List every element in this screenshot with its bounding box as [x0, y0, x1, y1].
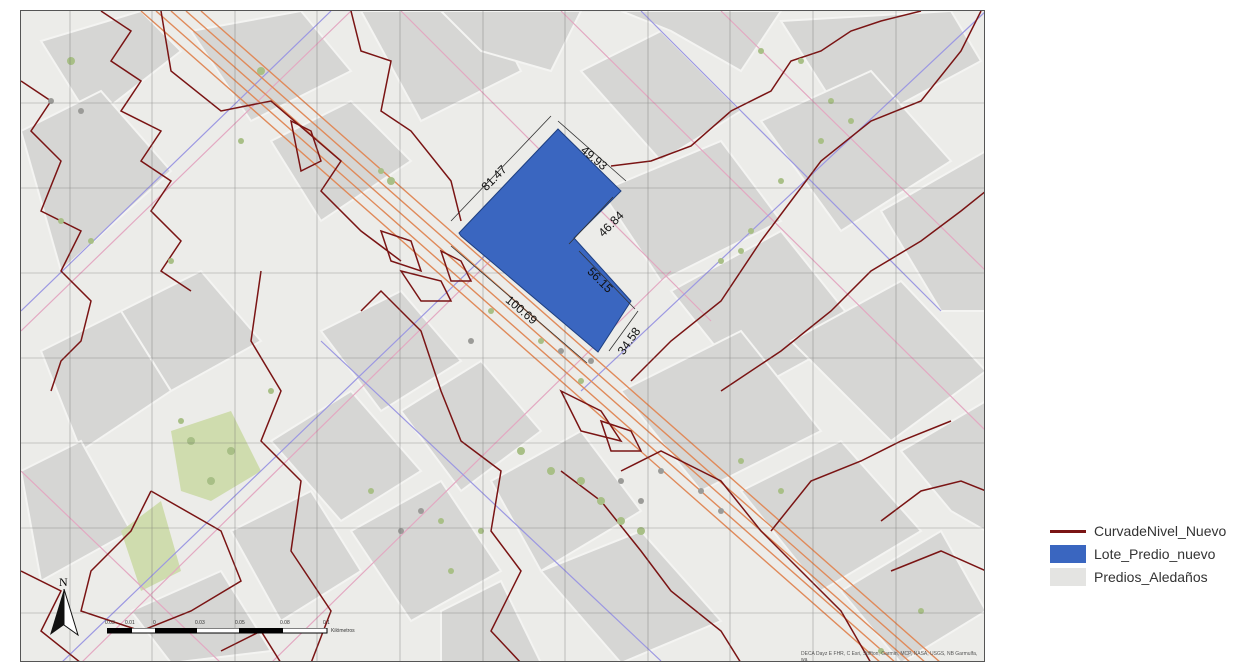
- legend-item-predios: Predios_Aledaños: [1050, 567, 1226, 587]
- scale-label: 0.03: [105, 620, 115, 626]
- scale-unit: Kilómetros: [331, 628, 355, 634]
- legend-label: CurvadeNivel_Nuevo: [1094, 523, 1227, 539]
- scale-label: 0.05: [235, 620, 245, 626]
- scale-label: 0: [153, 620, 156, 626]
- neighbor-parcels: [21, 11, 984, 661]
- scale-label: 0.08: [280, 620, 290, 626]
- scale-bar: 0.03 0.01 0 0.03 0.05 0.08 0.1 Kilómetro…: [105, 620, 355, 640]
- legend-label: Predios_Aledaños: [1094, 569, 1208, 585]
- dark-trees: [48, 98, 724, 534]
- trees: [58, 48, 924, 654]
- graticule: [21, 11, 984, 661]
- legend-item-lote: Lote_Predio_nuevo: [1050, 544, 1226, 564]
- scale-label: 0.1: [323, 620, 330, 626]
- minor-streets: [21, 11, 984, 661]
- main-avenue: [140, 11, 940, 661]
- dimension-lines: [450, 115, 639, 364]
- scale-label: 0.01: [125, 620, 135, 626]
- legend-item-curvadenivel: CurvadeNivel_Nuevo: [1050, 521, 1226, 541]
- secondary-streets: [21, 11, 984, 661]
- map-attribution: DECA Dayz E FHR, C Esri, Stiffton, Garmi…: [801, 651, 978, 662]
- park-area: [171, 411, 261, 501]
- park-area: [121, 501, 181, 591]
- contour-lines: [21, 11, 984, 661]
- legend-label: Lote_Predio_nuevo: [1094, 546, 1216, 562]
- map-frame[interactable]: 81.47 49.93 46.84 56.15 100.69 34.58 DEC…: [20, 10, 985, 662]
- legend-swatch-parcels: [1050, 568, 1086, 586]
- basemap[interactable]: [21, 11, 985, 662]
- north-label: N: [59, 575, 68, 589]
- legend: CurvadeNivel_Nuevo Lote_Predio_nuevo Pre…: [1050, 521, 1226, 590]
- legend-swatch-lot: [1050, 545, 1086, 563]
- north-arrow-icon: N: [46, 575, 82, 637]
- lot-predio-nuevo: [458, 128, 632, 353]
- legend-swatch-contour: [1050, 522, 1086, 540]
- scale-label: 0.03: [195, 620, 205, 626]
